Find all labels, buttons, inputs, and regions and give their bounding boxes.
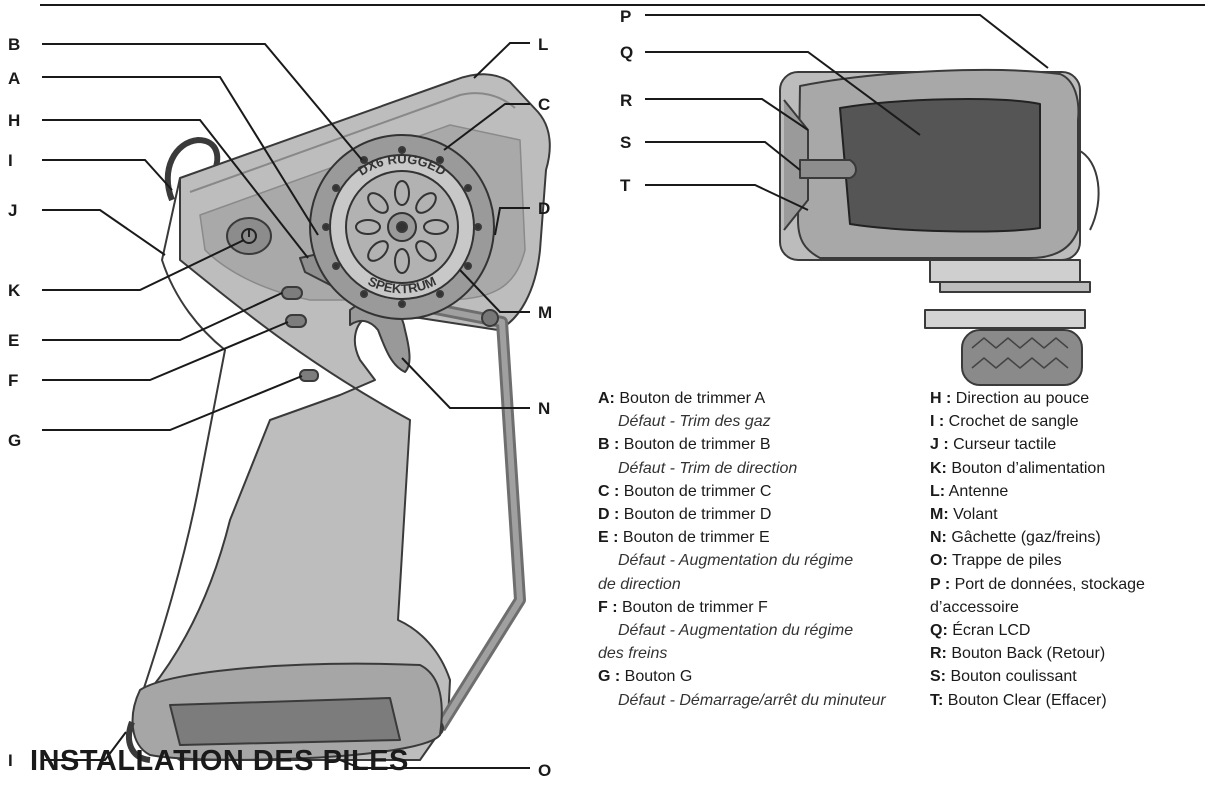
legend-item-b: B : Bouton de trimmer B [598, 436, 771, 454]
callout-j: J [8, 201, 17, 220]
slide-button[interactable] [799, 159, 857, 179]
callout-e: E [8, 331, 19, 350]
legend-item-p: P : Port de données, stockage [930, 575, 1145, 593]
callout-leaders-front [645, 14, 1049, 211]
callout-q: Q [620, 43, 633, 62]
callout-k: K [8, 281, 21, 300]
legend-item-e: E : Bouton de trimmer E [598, 529, 770, 547]
legend-item-t: T: Bouton Clear (Effacer) [930, 691, 1107, 709]
wheel-brand-bottom: SPEKTRUM [366, 273, 439, 296]
callout-i-bottom: I [8, 751, 13, 770]
legend-item-a: A: Bouton de trimmer A [598, 390, 766, 407]
legend-item-p-cont: d’accessoire [930, 598, 1019, 616]
trim-button-e[interactable] [281, 286, 303, 300]
callout-labels: B A H I J K E F G I L C D M N O P Q R S … [8, 7, 633, 780]
legend-item-h: H : Direction au pouce [930, 390, 1090, 407]
callout-f: F [8, 371, 18, 390]
legend-default-a: Défaut - Trim des gaz [618, 413, 771, 431]
callout-t: T [620, 176, 631, 195]
callout-n: N [538, 399, 550, 418]
legend-item-g: G : Bouton G [598, 668, 693, 686]
trim-button-f[interactable] [285, 314, 307, 328]
legend-item-i: I : Crochet de sangle [930, 413, 1079, 431]
callout-o: O [538, 761, 551, 780]
callout-b: B [8, 35, 20, 54]
legend-item-f: F : Bouton de trimmer F [598, 598, 768, 616]
callout-d: D [538, 199, 550, 218]
front-wheel[interactable] [961, 329, 1083, 386]
legend-default-e-cont: de direction [598, 575, 681, 593]
callout-m: M [538, 303, 552, 322]
legend-item-j: J : Curseur tactile [930, 436, 1057, 454]
legend-default-f: Défaut - Augmentation du régime [618, 622, 854, 640]
legend-item-q: Q: Écran LCD [930, 622, 1031, 640]
callout-i-top: I [8, 151, 13, 170]
callout-s: S [620, 133, 631, 152]
legend-item-l: L: Antenne [930, 482, 1009, 500]
legend-left: A: Bouton de trimmer A Défaut - Trim des… [598, 387, 886, 712]
transmitter-front-view [779, 69, 1100, 386]
legend-item-s: S: Bouton coulissant [930, 668, 1077, 686]
legend-default-b: Défaut - Trim de direction [618, 459, 798, 477]
button-g[interactable] [299, 369, 319, 382]
legend-item-n: N: Gâchette (gaz/freins) [930, 529, 1101, 547]
legend-default-f-cont: des freins [598, 645, 668, 663]
legend-item-k: K: Bouton d’alimentation [930, 459, 1106, 477]
legend-item-o: O: Trappe de piles [930, 552, 1062, 570]
legend-item-d: D : Bouton de trimmer D [598, 506, 772, 524]
callout-p: P [620, 7, 631, 26]
callout-g: G [8, 431, 21, 450]
transmitter-side-view: DX6 RUGGED SPEKTRUM [126, 73, 551, 763]
callout-r: R [620, 91, 632, 110]
legend-right: H : Direction au pouce I : Crochet de sa… [930, 387, 1145, 712]
callout-l: L [538, 35, 548, 54]
steering-wheel[interactable]: DX6 RUGGED SPEKTRUM [309, 134, 495, 320]
section-heading: INSTALLATION DES PILES [30, 745, 409, 777]
legend-item-r: R: Bouton Back (Retour) [930, 645, 1106, 663]
callout-leaders-side [42, 42, 530, 769]
callout-a: A [8, 69, 20, 88]
callout-h: H [8, 111, 20, 130]
legend-item-m: M: Volant [930, 506, 998, 524]
legend-item-c: C : Bouton de trimmer C [598, 482, 772, 500]
callout-c: C [538, 95, 550, 114]
legend-default-g: Défaut - Démarrage/arrêt du minuteur [618, 691, 886, 709]
legend-default-e: Défaut - Augmentation du régime [618, 552, 854, 570]
